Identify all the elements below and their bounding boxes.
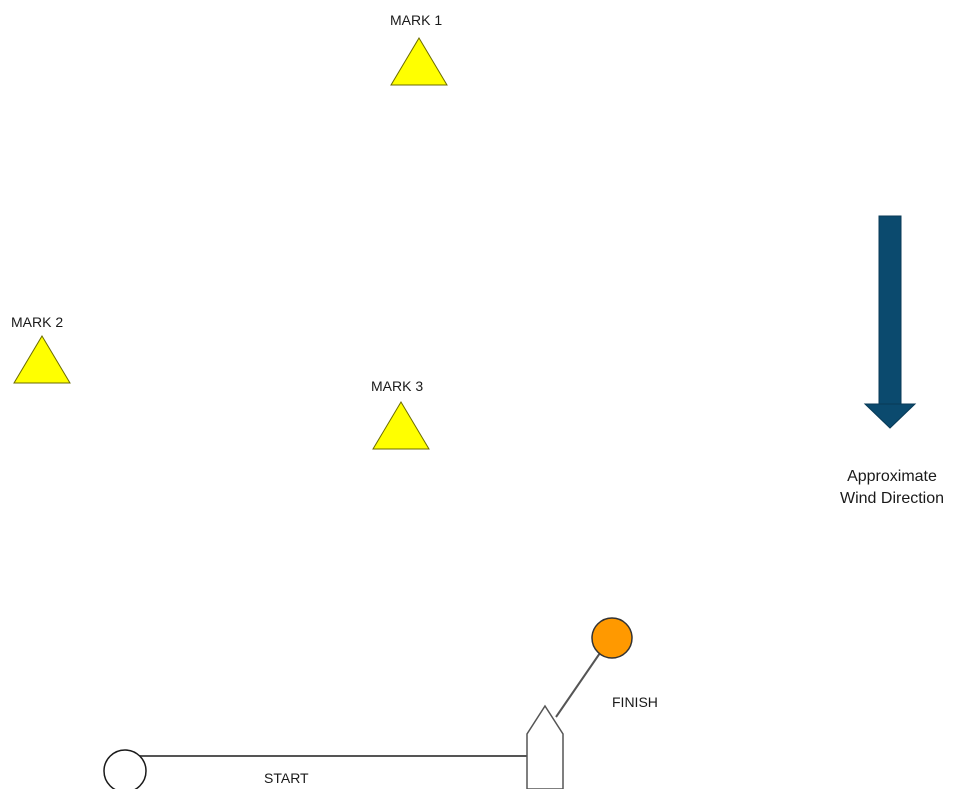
finish-label: FINISH (612, 694, 658, 710)
wind-direction-label: Approximate Wind Direction (817, 466, 967, 510)
mark-2-triangle-icon (13, 335, 71, 384)
wind-arrow-icon (863, 215, 917, 429)
start-buoy-icon (103, 749, 147, 789)
finish-line (555, 652, 601, 718)
mark-1-label: MARK 1 (390, 12, 443, 28)
mark-3-triangle-icon (372, 401, 430, 450)
committee-boat-icon (526, 704, 564, 789)
mark-3-label: MARK 3 (371, 378, 424, 394)
mark-1-triangle-icon (390, 37, 448, 86)
start-label: START (264, 770, 309, 786)
wind-label-line-2: Wind Direction (839, 490, 945, 507)
mark-2-label: MARK 2 (11, 314, 64, 330)
wind-label-line-1: Approximate (847, 468, 937, 485)
finish-buoy-icon (591, 617, 633, 659)
